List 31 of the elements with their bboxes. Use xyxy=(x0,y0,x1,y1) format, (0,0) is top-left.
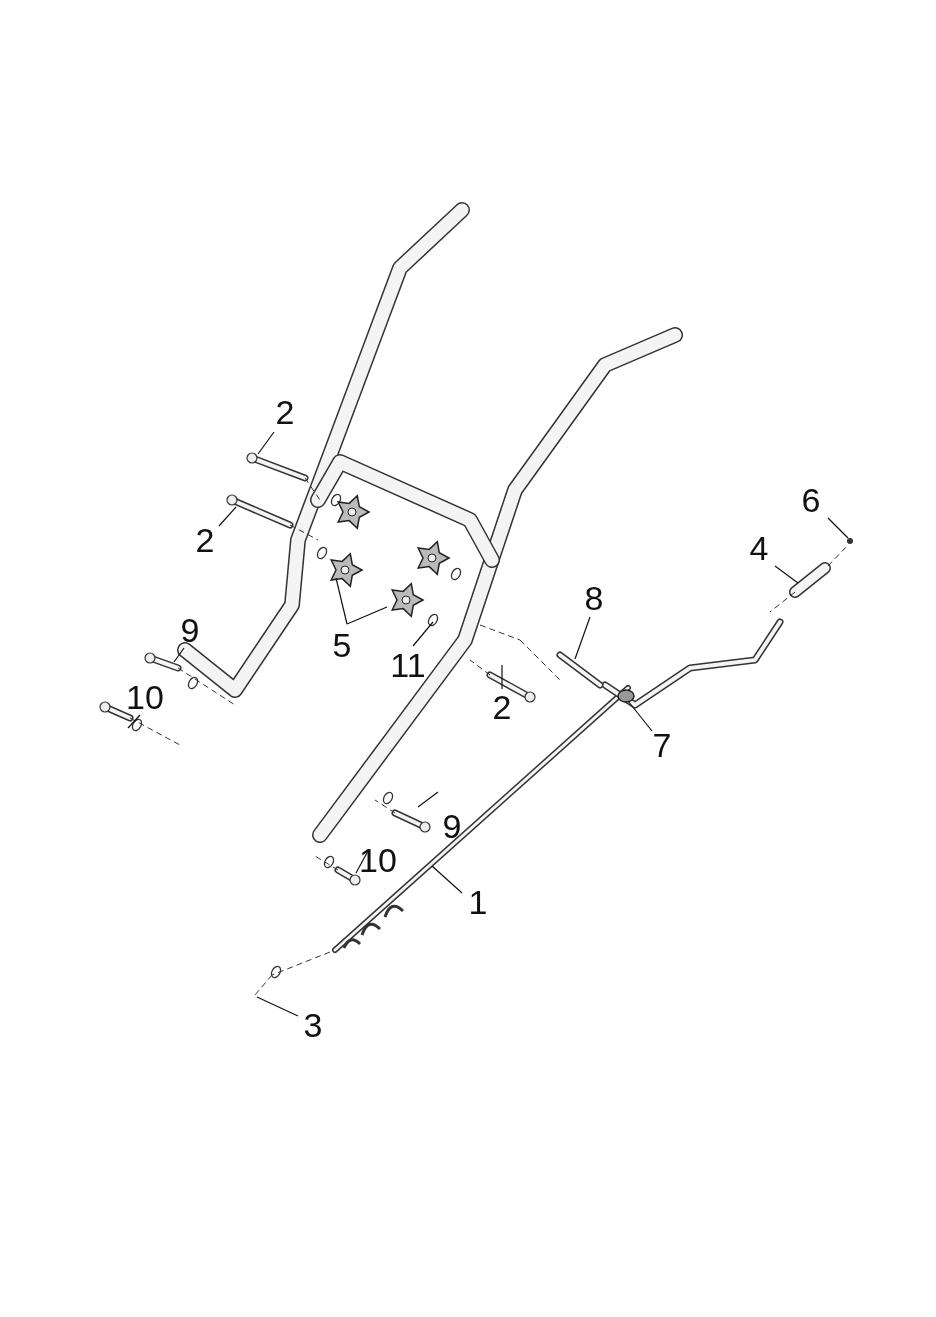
callout-number: 2 xyxy=(275,395,295,429)
leader-line xyxy=(256,996,299,1017)
callout-number: 2 xyxy=(195,523,215,557)
callout-number: 7 xyxy=(652,728,672,762)
leader-line xyxy=(501,664,503,690)
leader-line xyxy=(431,865,463,894)
leader-line xyxy=(574,616,591,660)
leader-line xyxy=(335,577,348,625)
callout-number: 5 xyxy=(332,628,352,662)
leader-line xyxy=(355,850,369,874)
leader-line xyxy=(774,565,799,584)
leader-line xyxy=(218,506,237,527)
leader-line xyxy=(346,606,388,625)
callout-number: 10 xyxy=(126,680,164,714)
callout-number: 2 xyxy=(492,690,512,724)
callout-number: 10 xyxy=(359,843,397,877)
callout-number: 3 xyxy=(303,1008,323,1042)
leader-line xyxy=(412,621,434,647)
leader-line xyxy=(827,517,849,539)
leader-line xyxy=(417,791,439,808)
leader-line xyxy=(173,647,185,663)
callout-number: 4 xyxy=(749,531,769,565)
leader-line xyxy=(127,714,141,729)
callout-number: 11 xyxy=(390,648,426,682)
callout-number: 8 xyxy=(584,581,604,615)
leader-line xyxy=(257,431,275,455)
callout-number: 6 xyxy=(801,483,821,517)
leader-line xyxy=(627,700,653,732)
callout-number: 9 xyxy=(442,809,462,843)
callout-number: 9 xyxy=(180,613,200,647)
callout-number: 1 xyxy=(468,885,488,919)
